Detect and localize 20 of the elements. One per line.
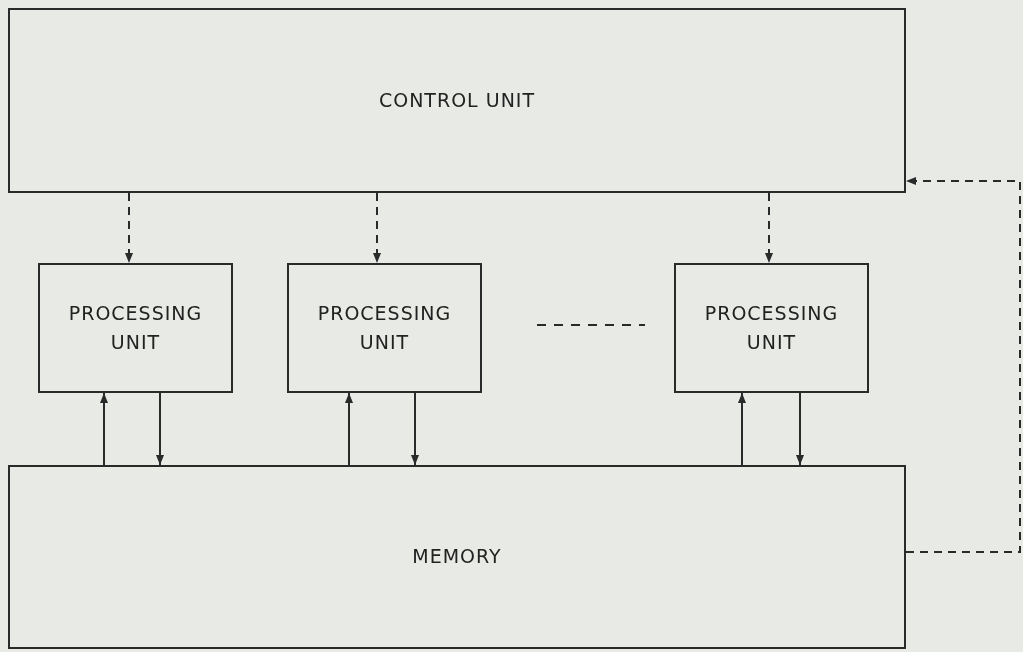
processing-unit-box (674, 263, 869, 393)
arrow (905, 177, 1021, 553)
arrow (796, 392, 804, 466)
arrow (345, 392, 353, 466)
arrow (125, 192, 133, 264)
control-unit-box (8, 8, 906, 193)
unit-label: PROCESSING UNIT (67, 300, 204, 355)
processing-unit-box (38, 263, 233, 393)
arrow (100, 392, 108, 466)
arrow (738, 392, 746, 466)
processing-unit-box (287, 263, 482, 393)
memory-box (8, 465, 906, 649)
unit-label: CONTROL UNIT (378, 87, 536, 113)
unit-label: PROCESSING UNIT (703, 300, 840, 355)
arrow (411, 392, 419, 466)
arrow (765, 192, 773, 264)
arrow (156, 392, 164, 466)
arrow (373, 192, 381, 264)
unit-label: MEMORY (412, 544, 502, 570)
unit-label: PROCESSING UNIT (316, 300, 453, 355)
